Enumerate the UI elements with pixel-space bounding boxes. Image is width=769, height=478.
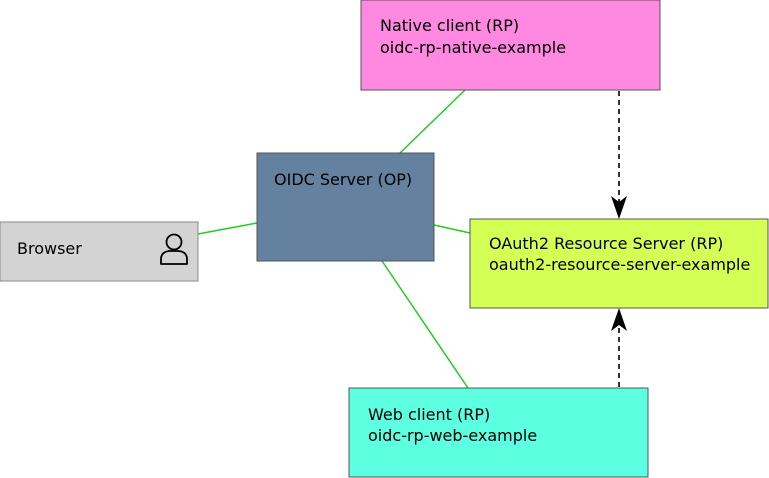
- oidc-server-box: [256, 152, 435, 262]
- node-resource-server[interactable]: OAuth2 Resource Server (RP) oauth2-resou…: [469, 218, 769, 309]
- browser-title: Browser: [17, 239, 82, 258]
- connection-line-op-to-browser: [197, 222, 258, 235]
- native-client-box: [360, 0, 661, 91]
- connection-lines: [197, 89, 471, 389]
- connection-line-op-to-native-client: [399, 89, 466, 154]
- native-client-title: Native client (RP): [380, 16, 519, 35]
- resource-server-subtitle: oauth2-resource-server-example: [489, 255, 750, 274]
- node-browser[interactable]: Browser: [0, 221, 199, 282]
- node-web-client[interactable]: Web client (RP) oidc-rp-web-example: [348, 387, 649, 478]
- native-client-subtitle: oidc-rp-native-example: [380, 38, 566, 57]
- node-native-client[interactable]: Native client (RP) oidc-rp-native-exampl…: [360, 0, 661, 91]
- connection-line-op-to-resource-server: [433, 224, 471, 234]
- resource-server-title: OAuth2 Resource Server (RP): [489, 234, 723, 253]
- user-icon: [160, 233, 188, 265]
- oidc-server-title: OIDC Server (OP): [274, 170, 412, 189]
- request-arrow-native-client-head: [611, 196, 627, 219]
- node-oidc-server[interactable]: OIDC Server (OP): [256, 152, 435, 262]
- web-client-subtitle: oidc-rp-web-example: [368, 426, 537, 445]
- request-arrow-web-client-head: [611, 308, 627, 331]
- web-client-box: [348, 387, 649, 478]
- web-client-title: Web client (RP): [368, 405, 490, 424]
- request-arrows: [611, 91, 627, 387]
- connection-line-op-to-web-client: [381, 260, 469, 389]
